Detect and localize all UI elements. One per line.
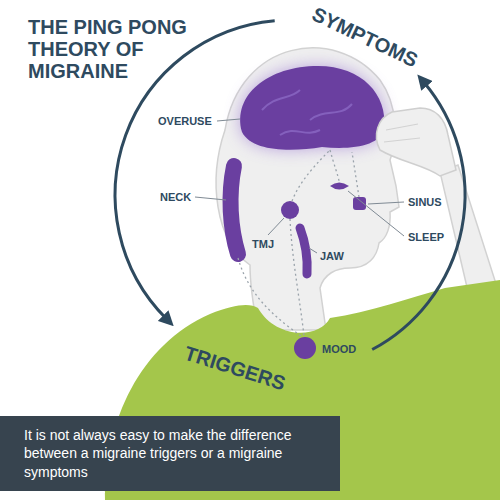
finger-lines [384,124,420,142]
caption-text: It is not always easy to make the differ… [24,426,328,481]
nerve-line [238,258,302,337]
callout-label: NECK [160,191,191,203]
jaw-spot [300,228,307,274]
callout-label: SINUS [408,196,442,208]
callout-label: MOOD [322,343,356,355]
leader-line [217,119,240,121]
callout-label: SLEEP [408,231,444,243]
eye-spot [330,183,349,190]
leader-line [309,248,317,253]
nerve-line [290,219,304,336]
callout-label: OVERUSE [158,115,212,127]
mood-spot [294,337,316,359]
head-outline [216,48,399,330]
diagram-title: THE PING PONG THEORY OF MIGRAINE [28,16,208,82]
nerve-line [292,150,330,201]
neck-spot [231,166,238,254]
leader-line [195,197,226,200]
cycle-arrow [115,21,275,319]
callout-label: TMJ [252,238,274,250]
cycle-arrow [372,83,465,350]
leader-line [348,191,404,236]
hand [376,108,456,176]
callout-label: JAW [320,250,344,262]
brain-glow [240,66,384,150]
forearm [440,165,498,300]
nerve-line [352,152,359,197]
leader-line [368,202,404,204]
brain-folds [262,90,352,135]
tmj-spot [281,201,299,219]
nerve-lines [238,150,359,337]
nerve-line [330,150,339,181]
leader-lines [195,119,404,253]
brain [240,66,384,150]
caption-panel: It is not always easy to make the differ… [0,416,340,491]
leader-line [268,218,284,235]
